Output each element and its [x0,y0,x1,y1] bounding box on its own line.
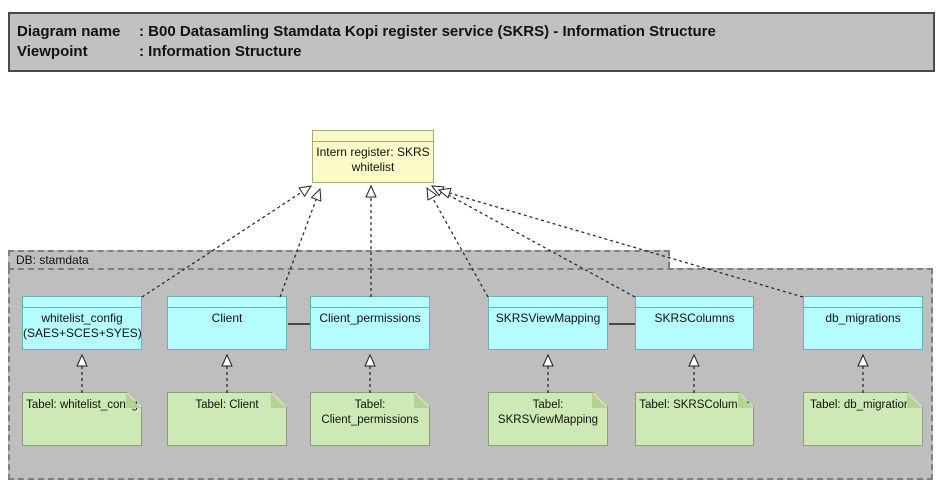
note-tabel-whitelist-config[interactable]: Tabel: whitelist_config [22,392,142,446]
viewpoint-row: Viewpoint : Information Structure [17,42,927,62]
viewpoint-label: Viewpoint [17,43,88,60]
diagram-name-label: Diagram name [17,23,121,40]
entity-header-compartment [804,297,922,308]
entity-header-compartment [311,297,429,308]
note-label: Tabel: whitelist_config [26,399,138,411]
entity-whitelist-config[interactable]: whitelist_config (SAES+SCES+SYES) [22,296,142,350]
note-tabel-skrscolumns[interactable]: Tabel: SKRSColumns [635,392,754,446]
entity-header-compartment [636,297,753,308]
register-header-compartment [313,131,433,142]
register-label: Intern register: SKRS whitelist [316,145,430,174]
note-tabel-skrsviewmapping[interactable]: Tabel: SKRSViewMapping [488,392,608,446]
diagram-name-colon: : [139,23,144,40]
entity-label: SKRSColumns [654,311,735,325]
entity-client[interactable]: Client [167,296,287,350]
diagram-name-row: Diagram name : B00 Datasamling Stamdata … [17,22,927,42]
diagram-name-value: B00 Datasamling Stamdata Kopi register s… [148,23,716,40]
entity-label: db_migrations [825,311,901,325]
entity-label: SKRSViewMapping [495,311,601,325]
entity-header-compartment [23,297,141,308]
group-db-stamdata-label: DB: stamdata [16,253,89,267]
entity-skrscolumns[interactable]: SKRSColumns [635,296,754,350]
viewpoint-value: Information Structure [148,43,302,60]
group-db-stamdata-body[interactable] [8,268,933,480]
entity-header-compartment [489,297,607,308]
entity-label: whitelist_config (SAES+SCES+SYES) [23,311,142,340]
note-label: Tabel: SKRSColumns [639,399,750,411]
note-label: Tabel: SKRSViewMapping [497,399,599,426]
entity-label: Client_permissions [319,311,421,325]
note-label: Tabel: db_migrations [809,399,917,411]
group-db-stamdata-tab[interactable]: DB: stamdata [8,250,670,268]
note-tabel-client-permissions[interactable]: Tabel: Client_permissions [310,392,430,446]
entity-client-permissions[interactable]: Client_permissions [310,296,430,350]
entity-header-compartment [168,297,286,308]
note-label: Tabel: Client_permissions [321,399,419,426]
viewpoint-colon: : [139,43,144,60]
entity-label: Client [211,311,243,325]
title-bar: Diagram name : B00 Datasamling Stamdata … [8,12,935,72]
note-tabel-client[interactable]: Tabel: Client [167,392,287,446]
entity-db-migrations[interactable]: db_migrations [803,296,923,350]
register-intern-skrs-whitelist[interactable]: Intern register: SKRS whitelist [312,130,434,183]
note-label: Tabel: Client [195,399,259,411]
entity-skrsviewmapping[interactable]: SKRSViewMapping [488,296,608,350]
note-tabel-db-migrations[interactable]: Tabel: db_migrations [803,392,923,446]
